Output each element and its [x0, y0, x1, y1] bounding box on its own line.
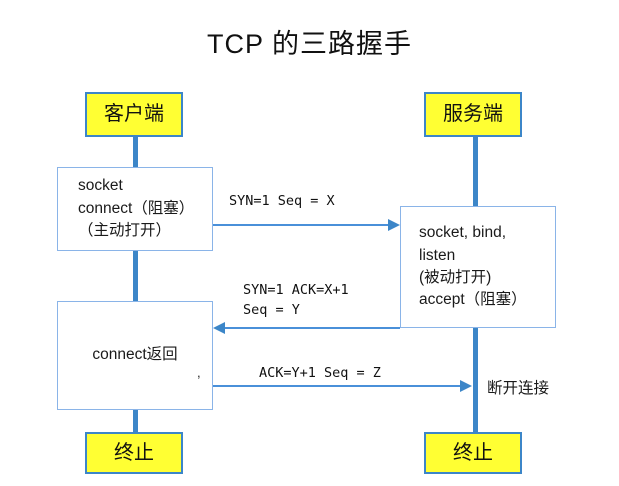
message-syn-label: SYN=1 Seq = X	[229, 193, 335, 209]
message-syn-ack-line	[225, 327, 400, 329]
disconnect-annotation: 断开连接	[487, 380, 550, 397]
server-lifeline-segment-2	[473, 327, 478, 433]
page-title: TCP 的三路握手	[206, 29, 412, 59]
server-header-label: 服务端	[443, 103, 503, 125]
client-footer-label: 终止	[114, 441, 154, 464]
message-ack-line	[213, 385, 460, 387]
client-header-box: 客户端	[85, 92, 183, 137]
server-state-1-label: socket, bind, listen (被动打开) accept（阻塞）	[419, 224, 527, 309]
server-footer-label: 终止	[453, 441, 493, 464]
message-syn-ack-arrowhead	[213, 322, 225, 334]
client-state-2-mark: ,	[197, 365, 201, 380]
client-lifeline-segment-2	[133, 250, 138, 302]
client-state-1-label: socket connect（阻塞） （主动打开）	[78, 177, 195, 240]
client-state-box-socket-connect: socket connect（阻塞） （主动打开）	[57, 167, 213, 251]
server-header-box: 服务端	[424, 92, 522, 137]
message-syn-ack-label: SYN=1 ACK=X+1 Seq = Y	[243, 282, 349, 318]
server-footer-box: 终止	[424, 432, 522, 474]
client-header-label: 客户端	[104, 103, 164, 125]
client-lifeline-segment-1	[133, 136, 138, 168]
server-state-box-socket-bind-listen: socket, bind, listen (被动打开) accept（阻塞）	[400, 206, 556, 328]
message-syn-arrowhead	[388, 219, 400, 231]
client-lifeline-segment-3	[133, 409, 138, 433]
client-state-box-connect-return: connect返回	[57, 301, 213, 410]
message-syn-line	[213, 224, 388, 226]
client-footer-box: 终止	[85, 432, 183, 474]
server-lifeline-segment-1	[473, 136, 478, 206]
message-ack-arrowhead	[460, 380, 472, 392]
message-ack-label: ACK=Y+1 Seq = Z	[259, 365, 381, 381]
client-state-2-label: connect返回	[92, 346, 178, 364]
